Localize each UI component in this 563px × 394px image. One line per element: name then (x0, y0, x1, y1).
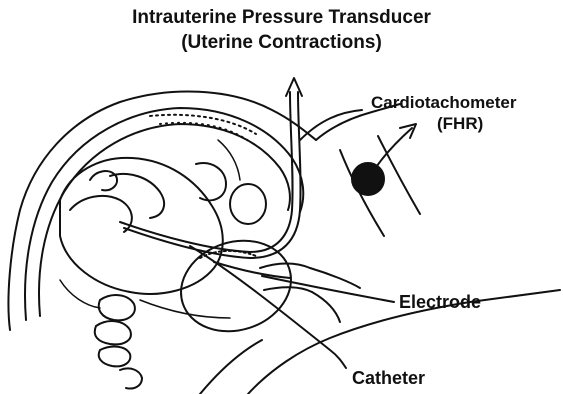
electrode-label: Electrode (399, 293, 481, 311)
sacrum-2 (95, 321, 131, 344)
coccyx (120, 368, 142, 388)
cervix-upper (260, 264, 310, 269)
vaginal-canal-lower (312, 292, 340, 322)
vaginal-canal-upper (310, 268, 360, 288)
cardiotachometer-transducer (352, 163, 384, 195)
cervix-lower (264, 287, 312, 292)
catheter-leader (190, 246, 346, 368)
catheter-label: Catheter (352, 369, 425, 387)
fetal-hand (90, 171, 117, 190)
transducer-arrow-head (286, 78, 302, 96)
uterine-wall-inner (39, 124, 290, 316)
sacrum-1 (99, 295, 135, 320)
fetal-knee (230, 184, 266, 224)
cardiotachometer-label: Cardiotachometer (371, 94, 516, 111)
fhr-label: (FHR) (437, 115, 483, 132)
electrode-leader (262, 276, 394, 302)
transducer-title-line1: Intrauterine Pressure Transducer (0, 8, 563, 27)
fetal-arm (110, 174, 164, 218)
fetal-foot (196, 163, 226, 200)
catheter-tube-a (120, 92, 293, 252)
maternal-lower-contour (200, 340, 262, 394)
transducer-title-line2: (Uterine Contractions) (0, 33, 563, 52)
fetal-leg (70, 196, 132, 232)
sacrum-3 (99, 347, 131, 367)
